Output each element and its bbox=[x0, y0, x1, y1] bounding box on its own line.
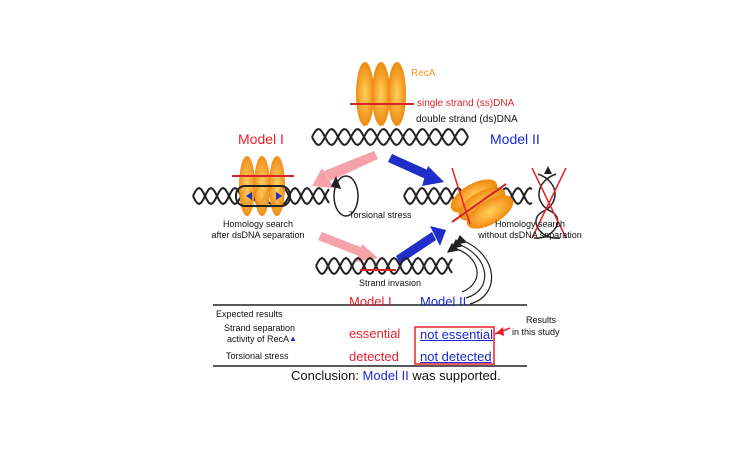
results-note-line1: Results bbox=[526, 315, 557, 325]
expected-results-label: Expected results bbox=[216, 309, 283, 319]
model1-label: Model I bbox=[238, 131, 284, 147]
dsdna-label: double strand (ds)DNA bbox=[416, 114, 518, 125]
homology-right-line1: Homology search bbox=[494, 219, 566, 229]
model2-label: Model II bbox=[490, 131, 540, 147]
homology-right-line2: without dsDNA separation bbox=[478, 230, 582, 240]
reca-filament-left bbox=[232, 156, 294, 216]
conclusion-model: Model II bbox=[362, 368, 409, 383]
torsional-stress-label: Torsional stress bbox=[349, 210, 412, 220]
arrow-blue-top bbox=[388, 154, 444, 186]
dsdna-helix-top bbox=[311, 128, 469, 146]
blue-marker-icon: ▲ bbox=[289, 334, 297, 343]
homology-left-line1: Homology search bbox=[222, 219, 294, 229]
torsion-arrow-left bbox=[330, 175, 359, 217]
results-highlight-box bbox=[414, 326, 495, 365]
reca-filament-top bbox=[350, 62, 414, 126]
row2-model1-value: detected bbox=[349, 349, 399, 364]
row1-label-line2: activity of RecA▲ bbox=[227, 334, 297, 344]
row2-model2-value: not detected bbox=[420, 349, 492, 364]
homology-left-line2: after dsDNA separation bbox=[211, 230, 305, 240]
table-header-model2: Model II bbox=[420, 294, 467, 309]
table-header-model1: Model I bbox=[349, 294, 392, 309]
arrow-blue-bottom bbox=[396, 226, 446, 264]
row1-model2-value: not essential bbox=[420, 327, 493, 342]
conclusion-text: Conclusion: Model II was supported. bbox=[291, 368, 501, 383]
reca-filament-right bbox=[450, 179, 514, 229]
red-cross-middle bbox=[451, 167, 471, 225]
row2-label: Torsional stress bbox=[226, 351, 289, 361]
bottom-loop-arrows bbox=[446, 234, 493, 305]
reca-label: RecA bbox=[411, 68, 436, 79]
twisted-loop-crossed bbox=[531, 166, 567, 239]
results-note-line2: in this study bbox=[512, 327, 560, 337]
arrow-pink-top bbox=[312, 151, 378, 188]
arrow-pink-bottom bbox=[318, 232, 378, 262]
row1-model1-value: essential bbox=[349, 326, 401, 341]
bottom-helix bbox=[315, 256, 453, 276]
strand-invasion-label: Strand invasion bbox=[359, 278, 422, 288]
row1-label-line1: Strand separation bbox=[224, 323, 296, 333]
ssdna-label: single strand (ss)DNA bbox=[417, 98, 515, 109]
